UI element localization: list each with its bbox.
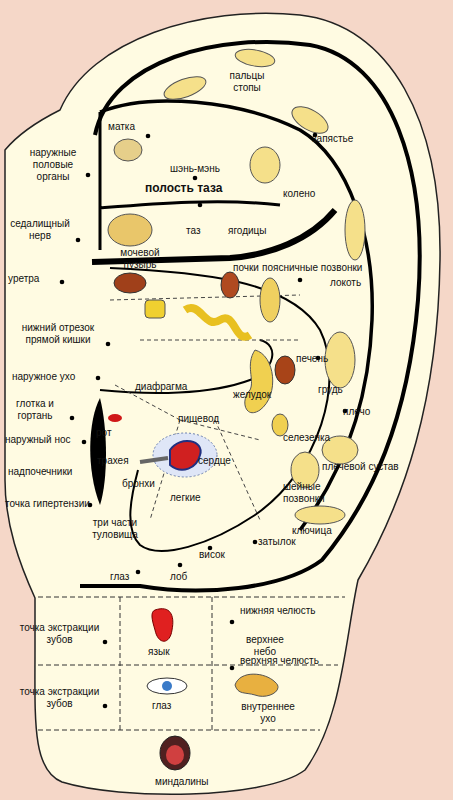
point-label: бронхи <box>122 478 172 490</box>
zone-lines <box>110 295 300 520</box>
point-label: уретра <box>8 273 58 285</box>
point-label: миндалины <box>155 776 225 788</box>
point-label: затылок <box>258 536 318 548</box>
point-label: желудок <box>233 389 293 401</box>
point-label: точка экстракции зубов <box>12 622 107 646</box>
mouth-picture <box>166 745 184 765</box>
kidney-picture <box>221 272 239 298</box>
point-label: язык <box>148 646 178 658</box>
pelvis-picture <box>108 214 152 246</box>
lobe-grid <box>38 597 345 730</box>
point-label: нижняя челюсть <box>240 605 340 617</box>
point-label: пищевод <box>178 413 238 425</box>
point-label: колено <box>283 188 333 200</box>
point-label: локоть <box>330 277 380 289</box>
point-label: ягодицы <box>228 225 288 237</box>
point-label: рот <box>96 427 126 439</box>
point-dots <box>60 133 348 709</box>
point-label: надпочечники <box>8 466 98 478</box>
point-label: три части туловища <box>80 517 150 541</box>
intestine-picture <box>185 308 250 337</box>
point-label: печень <box>296 353 346 365</box>
point-label: наружное ухо <box>12 371 102 383</box>
point-label: таз <box>186 225 216 237</box>
tragus-shape <box>90 398 106 505</box>
point-label: матка <box>108 121 148 133</box>
helix-line <box>80 42 420 591</box>
lips-picture <box>108 414 122 422</box>
point-label: запястье <box>312 133 372 145</box>
concha-line <box>110 268 330 551</box>
liver-picture <box>275 356 295 384</box>
point-label: точка экстракции зубов <box>12 686 107 710</box>
clavicle-picture <box>295 506 345 524</box>
spine-picture <box>260 278 280 322</box>
foot-picture <box>161 72 209 104</box>
point-label: верхнее небо <box>235 634 295 658</box>
point-label: нижний отрезок прямой кишки <box>8 322 108 346</box>
point-label: седалищный нерв <box>5 218 75 242</box>
point-label: глаз <box>152 700 182 712</box>
point-label: лоб <box>170 571 200 583</box>
arm-picture <box>345 200 365 260</box>
point-label: внутреннее ухо <box>233 701 303 725</box>
eye-picture <box>162 681 172 691</box>
point-label: плечо <box>343 406 383 418</box>
point-label: наружный нос <box>5 434 95 446</box>
point-label: глотка и гортань <box>2 398 68 422</box>
knee-picture <box>250 147 280 183</box>
trachea-picture <box>140 458 168 462</box>
point-label: мочевой пузырь <box>110 247 170 271</box>
point-label: верхняя челюсть <box>240 655 340 667</box>
point-label: шейные позвонки <box>283 481 353 505</box>
point-label: плечевой сустав <box>322 461 432 473</box>
inner-ear-picture <box>235 674 278 696</box>
point-label: грудь <box>318 384 358 396</box>
chest-picture <box>325 332 355 388</box>
tongue-picture <box>152 609 173 642</box>
heart-picture <box>170 441 201 470</box>
uterus-picture <box>114 139 142 161</box>
point-label: сердце <box>198 455 248 467</box>
point-label: шэнь-мэнь <box>170 163 240 175</box>
intestine-picture <box>145 300 165 318</box>
point-label: ключица <box>292 525 352 537</box>
point-label: пальцы стопы <box>222 70 272 94</box>
foot-picture <box>234 47 276 70</box>
point-label: поясничные позвонки <box>262 262 382 274</box>
point-label: наружные половые органы <box>22 147 84 183</box>
point-label: трахея <box>97 455 147 467</box>
ear-outline <box>5 13 440 794</box>
point-label: точка гипертензии <box>5 498 125 510</box>
point-label: висок <box>199 549 239 561</box>
point-label: диафрагма <box>135 381 205 393</box>
point-label: селезенка <box>283 432 353 444</box>
mouth-picture <box>160 736 190 770</box>
bladder-picture <box>114 273 146 293</box>
eye-picture <box>147 678 187 694</box>
point-label: легкие <box>170 492 220 504</box>
helix-crus <box>100 340 272 393</box>
region-label: полость таза <box>145 182 255 194</box>
stomach-picture <box>245 350 273 413</box>
point-label: глаз <box>110 571 140 583</box>
